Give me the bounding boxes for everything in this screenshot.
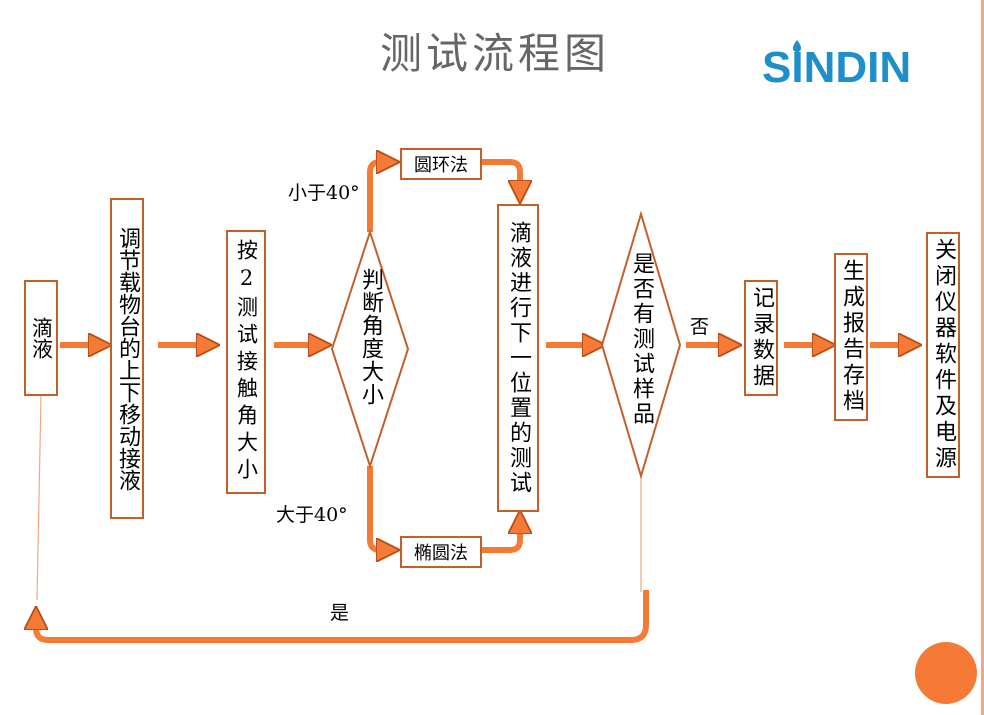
label-less-than-40: 小于40°: [288, 182, 360, 204]
node-next: 滴液进行下一位置的测试: [497, 204, 539, 512]
arrow-judge-ellipse: [367, 466, 388, 550]
node-close: 关闭仪器软件及电源: [926, 232, 960, 478]
node-close-text: 关闭仪器软件及电源: [931, 238, 956, 472]
node-adjust: 调节载物台的上下移动接液: [110, 198, 144, 519]
diamond-decision: [600, 210, 682, 480]
diamond-judge-text: 判断角度大小: [358, 268, 383, 406]
page-title: 测试流程图: [379, 29, 610, 78]
node-report-text: 生成报告存档: [839, 259, 864, 415]
node-record-text: 记录数据: [749, 286, 774, 390]
sindin-logo: SINDIN: [762, 40, 911, 92]
node-record: 记录数据: [744, 280, 778, 396]
node-ellipse: 椭圆法: [400, 536, 482, 568]
node-ellipse-text: 椭圆法: [414, 543, 468, 564]
node-adjust-text: 调节载物台的上下移动接液: [115, 226, 140, 491]
label-yes: 是: [330, 602, 350, 624]
slide-edge-line: [981, 0, 984, 715]
diamond-decision-text: 是否有测试样品: [629, 252, 654, 427]
arrow-ring-next: [482, 159, 520, 192]
arrow-ellipse-next: [482, 522, 520, 553]
decorative-circle: [915, 642, 977, 704]
node-drip: 滴液: [24, 280, 58, 396]
droplet-icon: [793, 40, 801, 52]
thin-line-drip: [36, 395, 42, 601]
node-measure-text: 按2测试接触角大小: [234, 239, 259, 485]
label-greater-than-40: 大于40°: [276, 504, 348, 526]
logo-text: SINDIN: [762, 43, 911, 92]
arrow-judge-ring: [367, 162, 388, 232]
node-report: 生成报告存档: [834, 253, 868, 421]
arrow-loop-back: [36, 590, 649, 643]
node-measure: 按2测试接触角大小: [226, 230, 266, 494]
node-drip-text: 滴液: [29, 317, 54, 359]
label-no: 否: [690, 316, 710, 338]
diamond-judge: [330, 228, 410, 470]
node-ring: 圆环法: [400, 148, 482, 180]
node-next-text: 滴液进行下一位置的测试: [506, 220, 531, 496]
node-ring-text: 圆环法: [414, 155, 468, 176]
